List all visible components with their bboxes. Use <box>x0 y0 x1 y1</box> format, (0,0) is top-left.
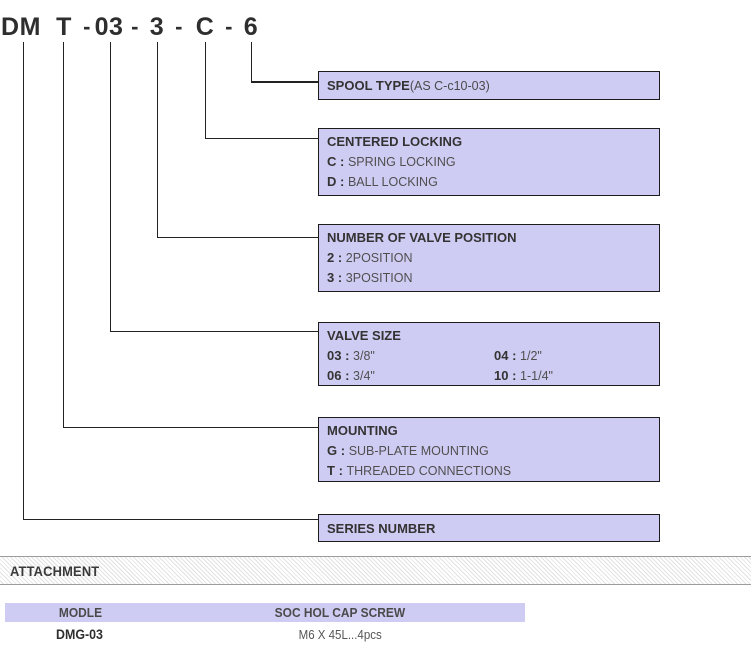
box-item: C : SPRING LOCKING <box>327 152 651 172</box>
centered-locking-box: CENTERED LOCKING C : SPRING LOCKING D : … <box>318 128 660 196</box>
item-separator: : <box>341 368 354 383</box>
box-item: D : BALL LOCKING <box>327 172 651 192</box>
item-desc: SUB-PLATE MOUNTING <box>348 444 489 458</box>
box-item: T : THREADED CONNECTIONS <box>327 461 651 481</box>
attachment-section-title: ATTACHMENT <box>10 562 100 579</box>
table-header-model: MODLE <box>5 603 155 622</box>
connector-elbow-spool <box>250 81 318 83</box>
item-separator: : <box>336 174 348 189</box>
item-desc: THREADED CONNECTIONS <box>346 464 512 478</box>
code-separator: - <box>131 14 139 39</box>
item-separator: : <box>337 443 349 458</box>
table-header-label: SOC HOL CAP SCREW <box>274 605 406 620</box>
item-separator: : <box>341 348 354 363</box>
item-key: 2 <box>327 250 335 265</box>
series-number-box: SERIES NUMBER <box>318 514 660 542</box>
mounting-box: MOUNTING G : SUB-PLATE MOUNTING T : THRE… <box>318 417 660 482</box>
item-separator: : <box>334 250 346 265</box>
model-code: DM T - 03 - 3 - C - 6 <box>0 13 751 41</box>
code-segment-mounting: T <box>56 13 72 41</box>
item-separator: : <box>334 270 346 285</box>
connector-line-mounting <box>62 42 64 428</box>
box-title: VALVE SIZE <box>327 328 401 343</box>
table-cell-value: DMG-03 <box>56 627 104 642</box>
box-item: 03 : 3/8" <box>327 346 494 366</box>
item-separator: : <box>334 463 347 478</box>
box-items: 03 : 3/8" 04 : 1/2" 06 : 3/4" 10 : 1-1/4… <box>327 346 651 386</box>
table-cell-screw: M6 X 45L...4pcs <box>155 622 525 647</box>
box-title: MOUNTING <box>327 423 398 438</box>
connector-elbow-valve-size <box>109 330 318 332</box>
code-segment-valve-size: 03 <box>94 13 124 41</box>
table-cell-value: M6 X 45L...4pcs <box>298 627 382 642</box>
box-item: G : SUB-PLATE MOUNTING <box>327 441 651 461</box>
item-desc: 2POSITION <box>345 251 413 265</box>
attachment-section-band: ATTACHMENT <box>0 556 751 585</box>
code-separator: - <box>225 14 233 39</box>
table-row: DMG-03 M6 X 45L...4pcs <box>5 622 525 647</box>
box-items: 2 : 2POSITION 3 : 3POSITION <box>327 248 651 288</box>
box-items: C : SPRING LOCKING D : BALL LOCKING <box>327 152 651 192</box>
connector-elbow-positions <box>156 236 318 238</box>
item-separator: : <box>508 348 521 363</box>
item-desc: 1/2" <box>520 349 542 363</box>
box-item: 04 : 1/2" <box>494 346 651 366</box>
connector-elbow-locking <box>204 137 318 139</box>
connector-line-locking <box>204 42 206 139</box>
item-key: 04 <box>494 348 509 363</box>
item-key: D <box>327 174 337 189</box>
item-desc: 3POSITION <box>345 271 413 285</box>
item-desc: BALL LOCKING <box>347 175 438 189</box>
connector-line-spool <box>250 42 252 83</box>
connector-line-positions <box>156 42 158 238</box>
box-title-text: SPOOL TYPE <box>327 77 410 93</box>
spool-type-box: SPOOL TYPE(AS C-c10-03) <box>318 71 660 100</box>
item-key: C <box>327 154 337 169</box>
table-cell-model: DMG-03 <box>5 622 155 647</box>
code-separator: - <box>175 14 183 39</box>
valve-size-box: VALVE SIZE 03 : 3/8" 04 : 1/2" 06 : 3/4"… <box>318 322 660 386</box>
item-key: 3 <box>327 270 335 285</box>
item-desc: 3/4" <box>353 369 375 383</box>
item-key: 10 <box>494 368 509 383</box>
item-desc: SPRING LOCKING <box>347 155 456 169</box>
code-segment-positions: 3 <box>149 13 165 41</box>
item-key: G <box>327 443 338 458</box>
box-title: NUMBER OF VALVE POSITION <box>327 230 517 245</box>
connector-elbow-series <box>22 518 318 520</box>
box-item: 06 : 3/4" <box>327 366 494 386</box>
item-separator: : <box>508 368 521 383</box>
item-key: 03 <box>327 348 342 363</box>
box-title: SPOOL TYPE(AS C-c10-03) <box>327 77 490 95</box>
code-segment-locking: C <box>195 13 215 41</box>
table-header-screw: SOC HOL CAP SCREW <box>155 603 525 622</box>
box-title-note: (AS C-c10-03) <box>409 78 490 93</box>
box-title: CENTERED LOCKING <box>327 134 463 149</box>
box-item: 2 : 2POSITION <box>327 248 651 268</box>
item-separator: : <box>336 154 348 169</box>
valve-position-box: NUMBER OF VALVE POSITION 2 : 2POSITION 3… <box>318 224 660 292</box>
item-key: T <box>327 463 335 478</box>
connector-line-valve-size <box>109 42 111 332</box>
connector-elbow-mounting <box>62 426 318 428</box>
box-items: G : SUB-PLATE MOUNTING T : THREADED CONN… <box>327 441 651 481</box>
table-header-label: MODLE <box>58 605 102 620</box>
code-segment-spool: 6 <box>243 13 259 41</box>
item-desc: 1-1/4" <box>520 369 553 383</box>
code-separator: - <box>83 14 91 39</box>
table-header-row: MODLE SOC HOL CAP SCREW <box>5 603 525 622</box>
box-item: 10 : 1-1/4" <box>494 366 651 386</box>
item-desc: 3/8" <box>353 349 375 363</box>
code-segment-series: DM <box>1 13 41 41</box>
item-key: 06 <box>327 368 342 383</box>
connector-line-series <box>22 42 24 520</box>
box-title: SERIES NUMBER <box>327 520 436 536</box>
box-item: 3 : 3POSITION <box>327 268 651 288</box>
attachment-table: MODLE SOC HOL CAP SCREW DMG-03 M6 X 45L.… <box>5 603 525 647</box>
